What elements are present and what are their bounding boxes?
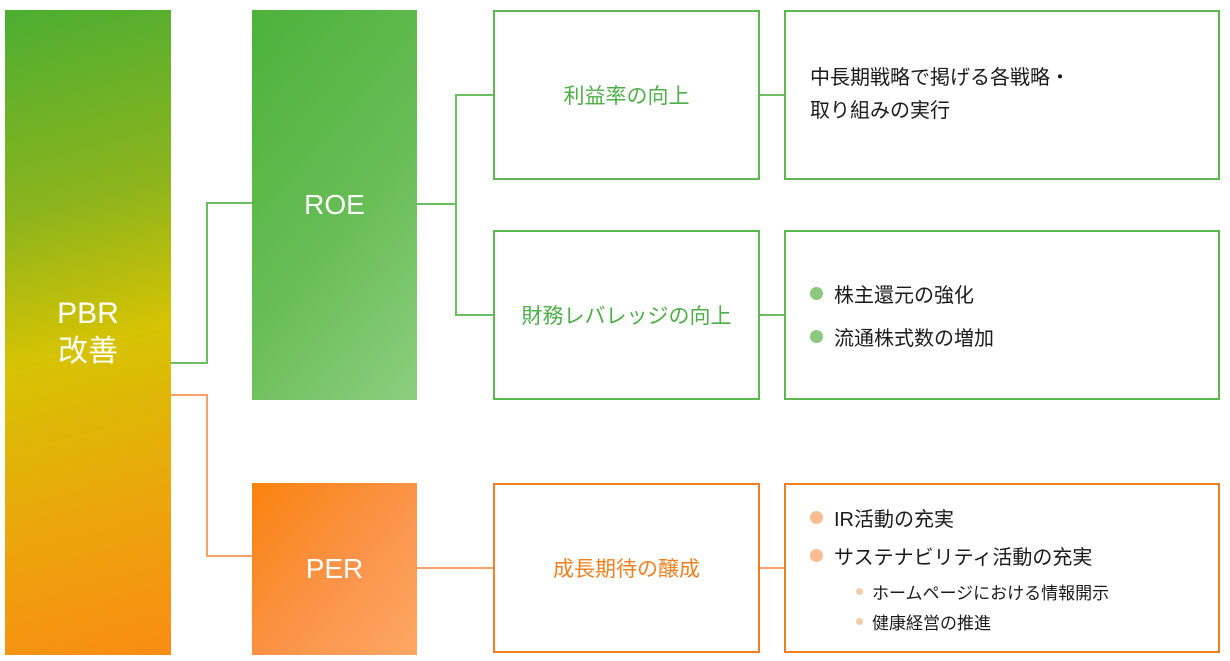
growth-detail-sub-list: ホームページにおける情報開示 健康経営の推進 [856,579,1208,634]
leverage-detail-item-2: 流通株式数の増加 [834,328,994,350]
list-item: 健康経営の推進 [856,609,1208,634]
roe-branch-node: ROE [252,10,417,400]
pbr-label-line2: 改善 [58,334,118,368]
connector-leverage-detail-inlet [760,314,784,316]
bullet-icon [810,510,823,524]
growth-expectation-detail-box: IR活動の充実 サステナビリティ活動の充実 ホームページにおける情報開示 健康経… [784,483,1220,653]
connector-leverage-lever-inlet [455,314,493,316]
list-item: 株主還元の強化 [810,279,1208,308]
connector-pbr-per-vertical [206,394,208,557]
connector-pbr-per-stub [171,394,207,396]
roe-label: ROE [304,189,365,220]
growth-expectation-lever-label: 成長期待の醸成 [553,558,700,581]
sub-bullet-icon [856,587,863,595]
connector-profit-lever-inlet [455,94,493,96]
leverage-detail-item-1: 株主還元の強化 [834,285,974,307]
pbr-label-line1: PBR [57,296,119,330]
profit-detail-line1: 中長期戦略で掲げる各戦略・ [810,67,1070,89]
bullet-icon [810,548,823,562]
per-branch-node: PER [252,483,417,655]
list-item: サステナビリティ活動の充実 [810,541,1208,570]
list-item: 流通株式数の増加 [810,322,1208,351]
profit-margin-lever-box: 利益率の向上 [493,10,760,180]
list-item: IR活動の充実 [810,503,1208,532]
sub-bullet-icon [856,617,863,625]
connector-roe-outlet [417,203,456,205]
growth-detail-sub-item-2: 健康経営の推進 [872,613,991,633]
connector-growth-detail-inlet [760,567,784,569]
financial-leverage-detail-box: 株主還元の強化 流通株式数の増加 [784,230,1220,400]
per-label: PER [305,553,364,584]
connector-roe-levers-vertical [455,94,457,316]
growth-detail-item-1: IR活動の充実 [834,508,954,531]
bullet-icon [810,330,823,343]
growth-detail-sub-item-1: ホームページにおける情報開示 [872,583,1110,603]
connector-profit-detail-inlet [760,94,784,96]
connector-per-inlet [206,555,252,557]
connector-pbr-roe-stub [171,362,207,364]
connector-roe-inlet [206,202,252,204]
connector-growth-lever-inlet [417,567,493,569]
profit-margin-detail-box: 中長期戦略で掲げる各戦略・ 取り組みの実行 [784,10,1220,180]
financial-leverage-lever-box: 財務レバレッジの向上 [493,230,760,400]
list-item: ホームページにおける情報開示 [856,579,1208,604]
growth-expectation-lever-box: 成長期待の醸成 [493,483,760,653]
growth-detail-item-2: サステナビリティ活動の充実 [834,546,1093,569]
profit-margin-lever-label: 利益率の向上 [563,85,690,108]
bullet-icon [810,287,823,300]
financial-leverage-lever-label: 財務レバレッジの向上 [521,305,732,328]
profit-detail-line2: 取り組みの実行 [810,100,950,122]
pbr-root-node: PBR 改善 [5,10,171,655]
connector-pbr-roe-vertical [206,202,208,364]
